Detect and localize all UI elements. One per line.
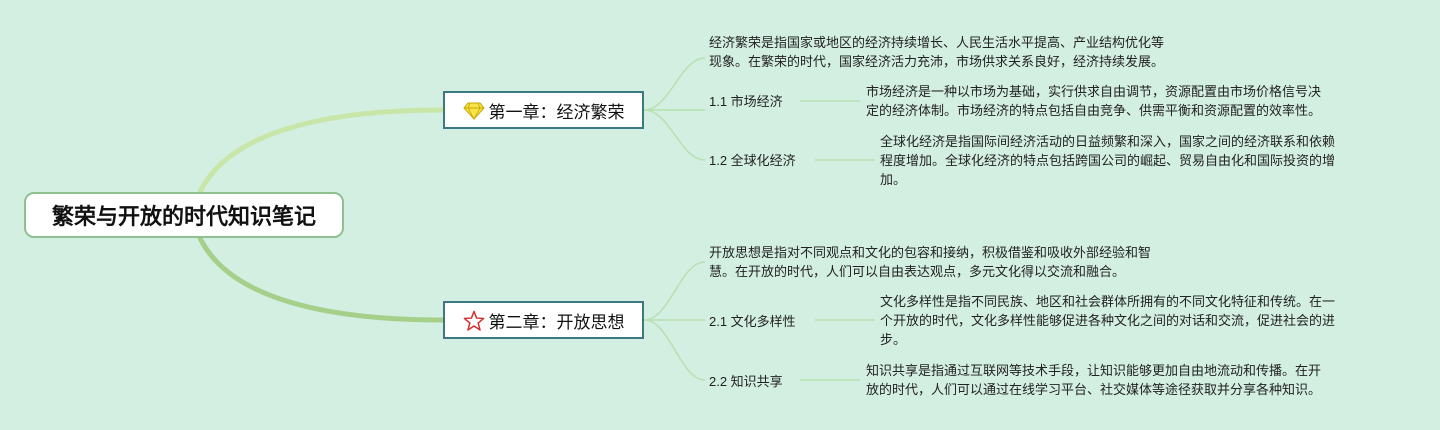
branch-root-to-chapter2 [197, 235, 446, 323]
detail-line: 定的经济体制。市场经济的特点包括自由竞争、供需平衡和资源配置的效率性。 [866, 103, 1322, 118]
section-label-2-1[interactable]: 2.1 文化多样性 [709, 314, 796, 329]
chapter1-summary-line: 现象。在繁荣的时代，国家经济活力充沛，市场供求关系良好，经济持续发展。 [709, 54, 1165, 69]
section-label-2-2[interactable]: 2.2 知识共享 [709, 374, 783, 389]
detail-line: 全球化经济是指国际间经济活动的日益频繁和深入，国家之间的经济联系和依赖 [880, 134, 1336, 149]
chapter-node-1[interactable]: 第一章：经济繁荣 [443, 91, 644, 129]
chapter-title-2: 第二章：开放思想 [488, 312, 625, 332]
section-label-1-2[interactable]: 1.2 全球化经济 [709, 153, 796, 168]
branch-ch2-summary [643, 261, 706, 321]
root-node[interactable]: 繁荣与开放的时代知识笔记 [24, 192, 344, 238]
root-title: 繁荣与开放的时代知识笔记 [51, 204, 316, 229]
chapter-node-2[interactable]: 第二章：开放思想 [443, 301, 644, 339]
detail-line: 程度增加。全球化经济的特点包括跨国公司的崛起、贸易自由化和国际投资的增 [880, 153, 1336, 168]
section-label-1-1[interactable]: 1.1 市场经济 [709, 94, 783, 109]
chapter1-summary: 经济繁荣是指国家或地区的经济持续增长、人民生活水平提高、产业结构优化等 现象。在… [709, 33, 1209, 71]
chapter2-summary-line: 慧。在开放的时代，人们可以自由表达观点，多元文化得以交流和融合。 [709, 264, 1126, 279]
detail-line: 市场经济是一种以市场为基础，实行供求自由调节，资源配置由市场价格信号决 [866, 84, 1322, 99]
branch-ch2-sec2 [643, 319, 706, 381]
section-detail-2-2: 知识共享是指通过互联网等技术手段，让知识能够更加自由地流动和传播。在开 放的时代… [866, 361, 1366, 399]
branch-root-to-chapter1 [197, 107, 446, 195]
detail-line: 加。 [880, 172, 907, 187]
section-detail-2-1: 文化多样性是指不同民族、地区和社会群体所拥有的不同文化特征和传统。在一 个开放的… [880, 292, 1380, 349]
detail-line: 知识共享是指通过互联网等技术手段，让知识能够更加自由地流动和传播。在开 [866, 363, 1322, 378]
chapter2-summary: 开放思想是指对不同观点和文化的包容和接纳，积极借鉴和吸收外部经验和智 慧。在开放… [709, 243, 1209, 281]
star-icon [463, 309, 485, 331]
diamond-icon [462, 99, 485, 121]
detail-line: 步。 [880, 332, 907, 347]
chapter-title-1: 第一章：经济繁荣 [488, 102, 625, 122]
section-detail-1-1: 市场经济是一种以市场为基础，实行供求自由调节，资源配置由市场价格信号决 定的经济… [866, 82, 1366, 120]
branch-ch1-summary [643, 57, 706, 111]
chapter1-summary-line: 经济繁荣是指国家或地区的经济持续增长、人民生活水平提高、产业结构优化等 [709, 35, 1165, 50]
branch-ch1-sec2 [643, 109, 706, 161]
detail-line: 文化多样性是指不同民族、地区和社会群体所拥有的不同文化特征和传统。在一 [880, 294, 1336, 309]
section-detail-1-2: 全球化经济是指国际间经济活动的日益频繁和深入，国家之间的经济联系和依赖 程度增加… [880, 132, 1380, 189]
chapter2-summary-line: 开放思想是指对不同观点和文化的包容和接纳，积极借鉴和吸收外部经验和智 [709, 245, 1152, 260]
detail-line: 放的时代，人们可以通过在线学习平台、社交媒体等途径获取并分享各种知识。 [866, 382, 1322, 397]
detail-line: 个开放的时代，文化多样性能够促进各种文化之间的对话和交流，促进社会的进 [880, 313, 1336, 328]
